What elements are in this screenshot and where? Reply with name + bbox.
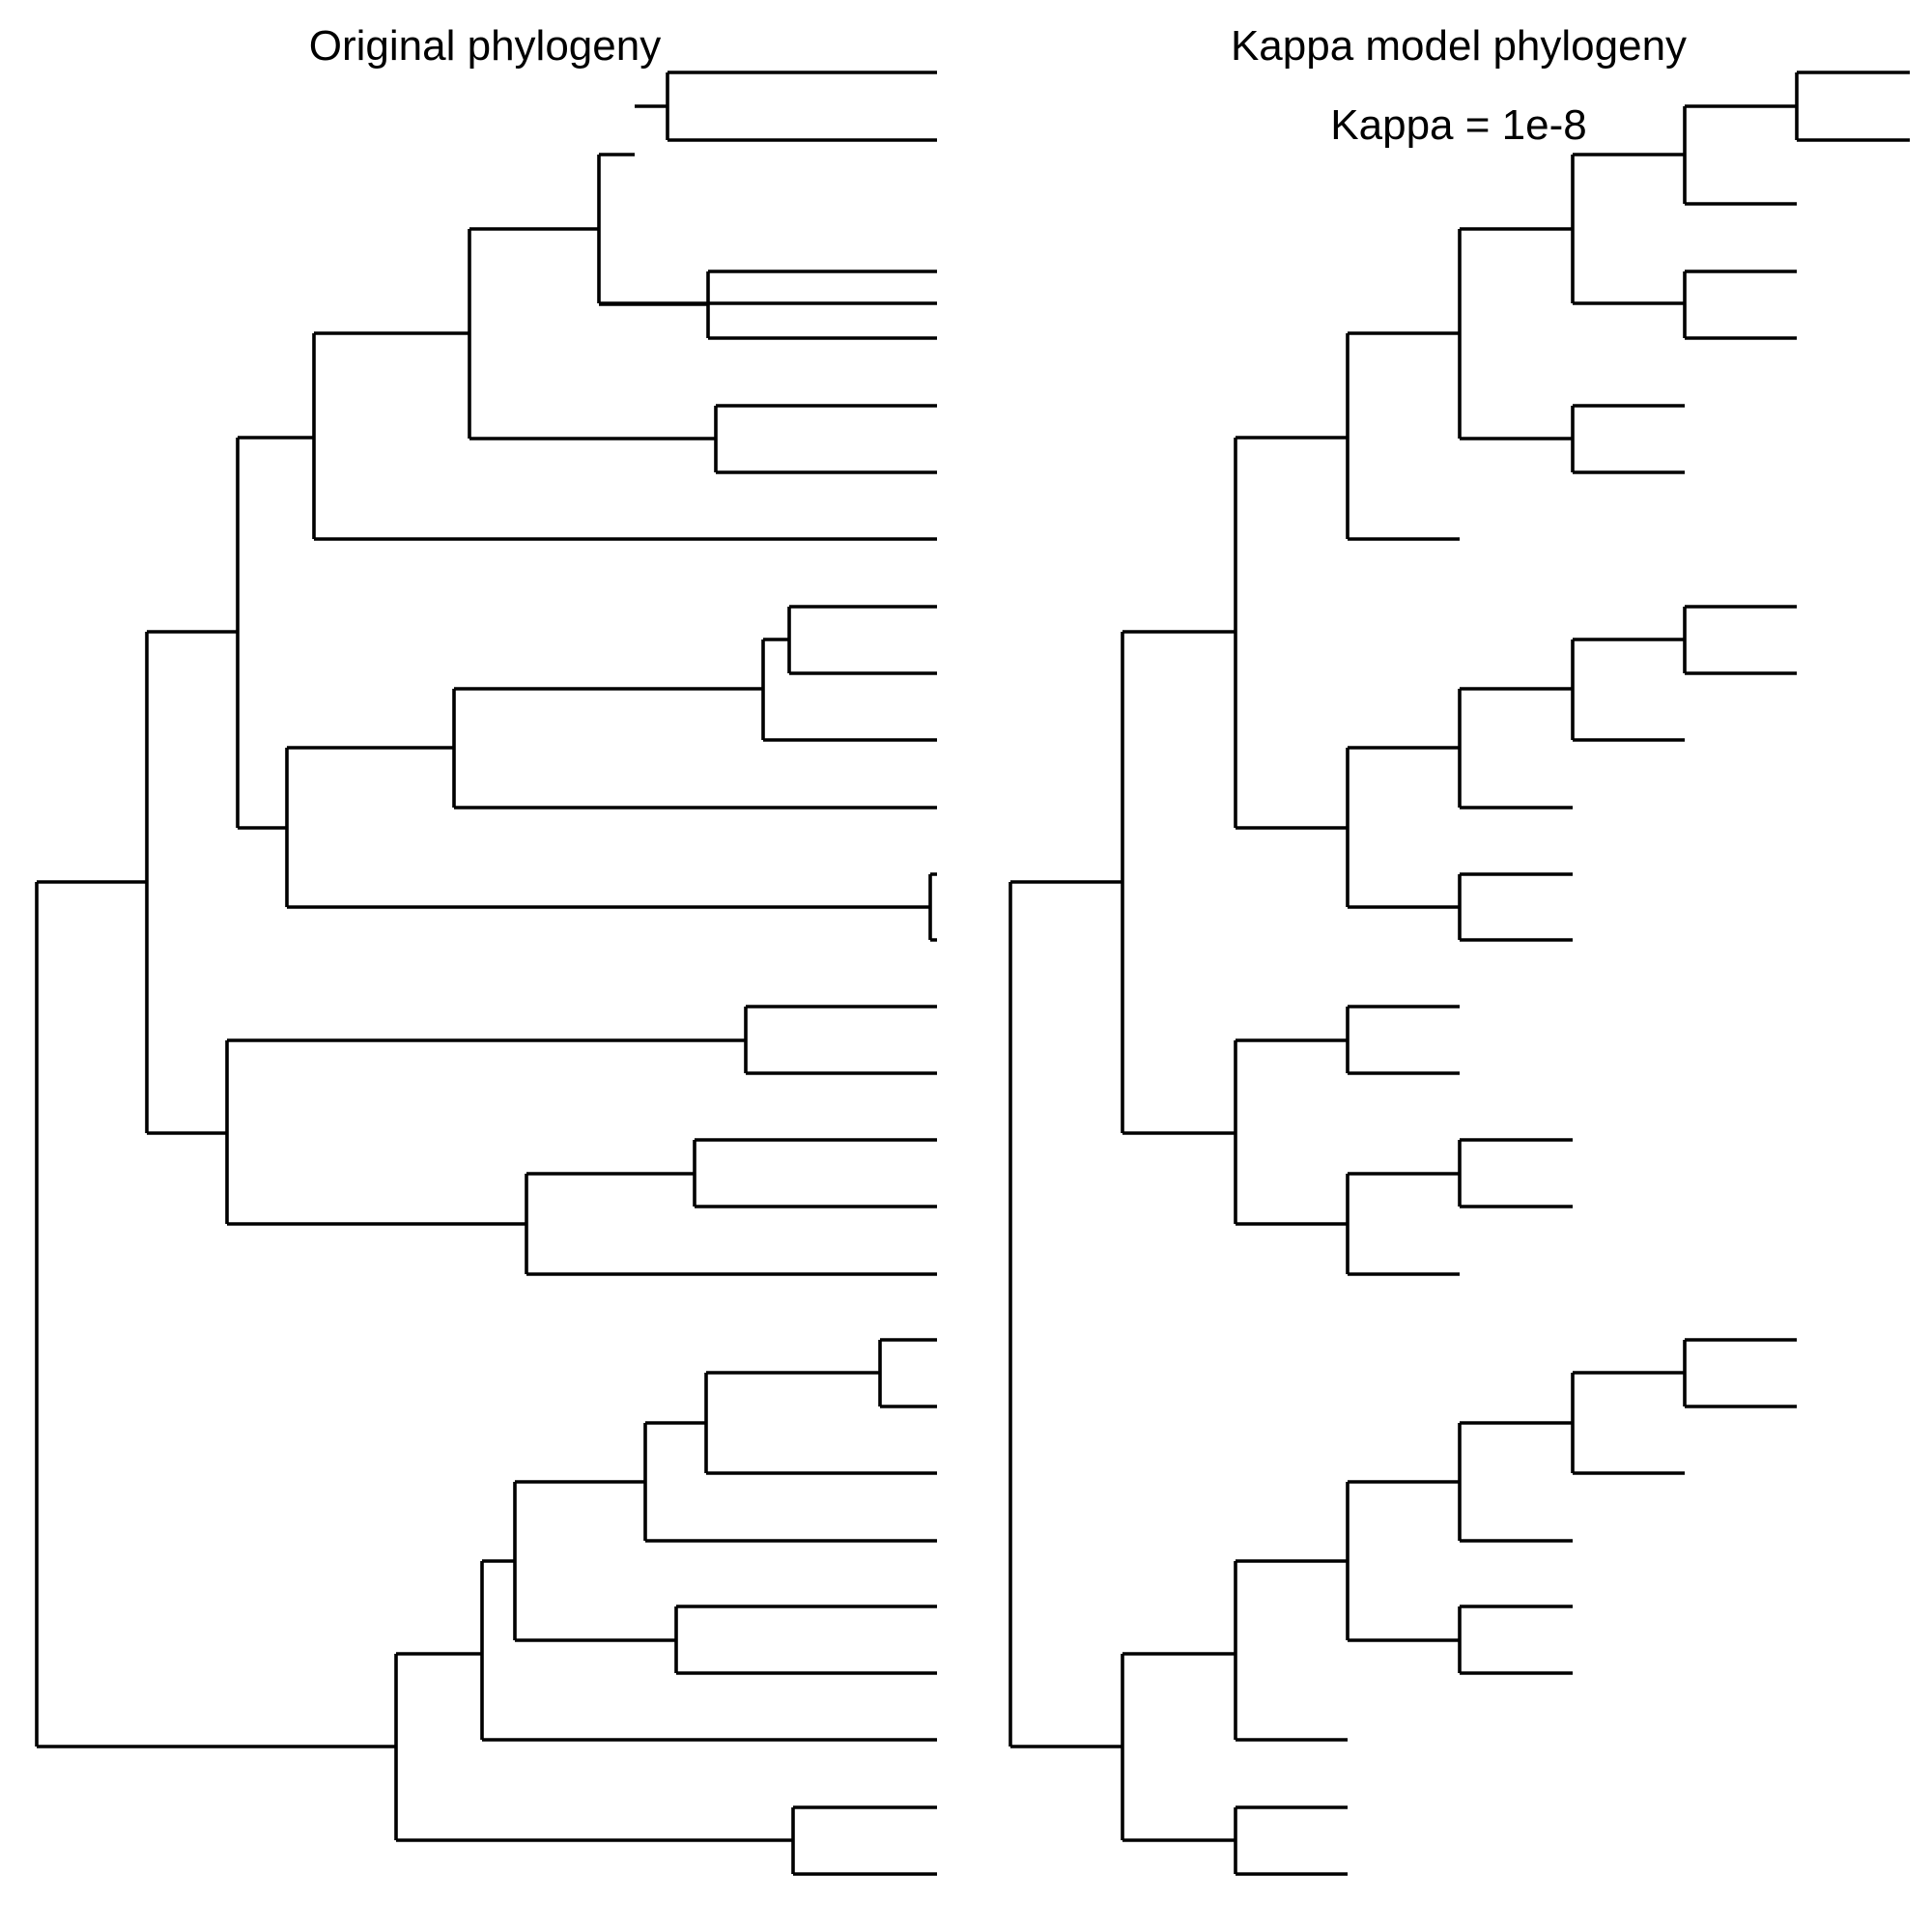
kappa-value-label: Kappa = 1e-8 xyxy=(1330,101,1587,149)
root-split xyxy=(1009,880,1122,1748)
leaf-pair-2 xyxy=(599,270,937,340)
clade-b1a xyxy=(513,1480,937,1675)
clade-a1a-top xyxy=(468,227,716,440)
clade-a1a xyxy=(312,331,937,541)
kappa-phylogeny-title: Kappa model phylogeny xyxy=(1230,22,1688,70)
clade-b1 xyxy=(1234,1559,1348,1742)
kappa-tree xyxy=(1009,71,1910,1876)
clade-b xyxy=(1121,1652,1348,1876)
clade-a1a xyxy=(1346,331,1460,541)
clade-a1 xyxy=(1234,436,1348,830)
clade-a1a-top-1 xyxy=(597,153,937,305)
clade-b1a-top xyxy=(643,1338,937,1543)
leaf-pair-3 xyxy=(1571,404,1685,474)
leaf-triple xyxy=(1571,605,1797,742)
clade-a2b xyxy=(1346,1138,1573,1276)
leaf-pair-short xyxy=(1458,872,1573,942)
clade-b1a xyxy=(1346,1480,1573,1675)
leaf-pair-2 xyxy=(1683,270,1797,340)
original-phylogeny-title: Original phylogeny xyxy=(308,22,662,70)
clade-a2b xyxy=(525,1138,937,1276)
clade-b xyxy=(394,1652,937,1876)
clade-a2 xyxy=(225,1038,746,1226)
clade-a2 xyxy=(1234,1038,1348,1226)
clade-b1 xyxy=(480,1559,937,1742)
clade-deep xyxy=(1683,71,1910,206)
leaf-triple xyxy=(761,605,937,742)
clade-a xyxy=(145,630,238,1135)
clade-a xyxy=(1121,630,1236,1135)
leaf-pair-4 xyxy=(744,1005,937,1075)
leaf-pair-4 xyxy=(1346,1005,1460,1075)
clade-a1a-top xyxy=(1458,227,1573,440)
original-tree xyxy=(35,71,937,1876)
leaf-pair-3 xyxy=(714,404,937,474)
root-split xyxy=(35,880,396,1748)
clade-a1 xyxy=(236,436,314,830)
clade-a1b-1 xyxy=(452,687,937,810)
clade-a1b-1 xyxy=(1458,687,1573,810)
clade-a1a-top-1 xyxy=(1571,153,1685,305)
leaf-pair-1 xyxy=(635,71,937,142)
leaf-pair-short xyxy=(928,872,937,942)
clade-a1b xyxy=(285,746,930,909)
clade-a1b xyxy=(1346,746,1460,909)
clade-b1a-top xyxy=(1458,1338,1797,1543)
